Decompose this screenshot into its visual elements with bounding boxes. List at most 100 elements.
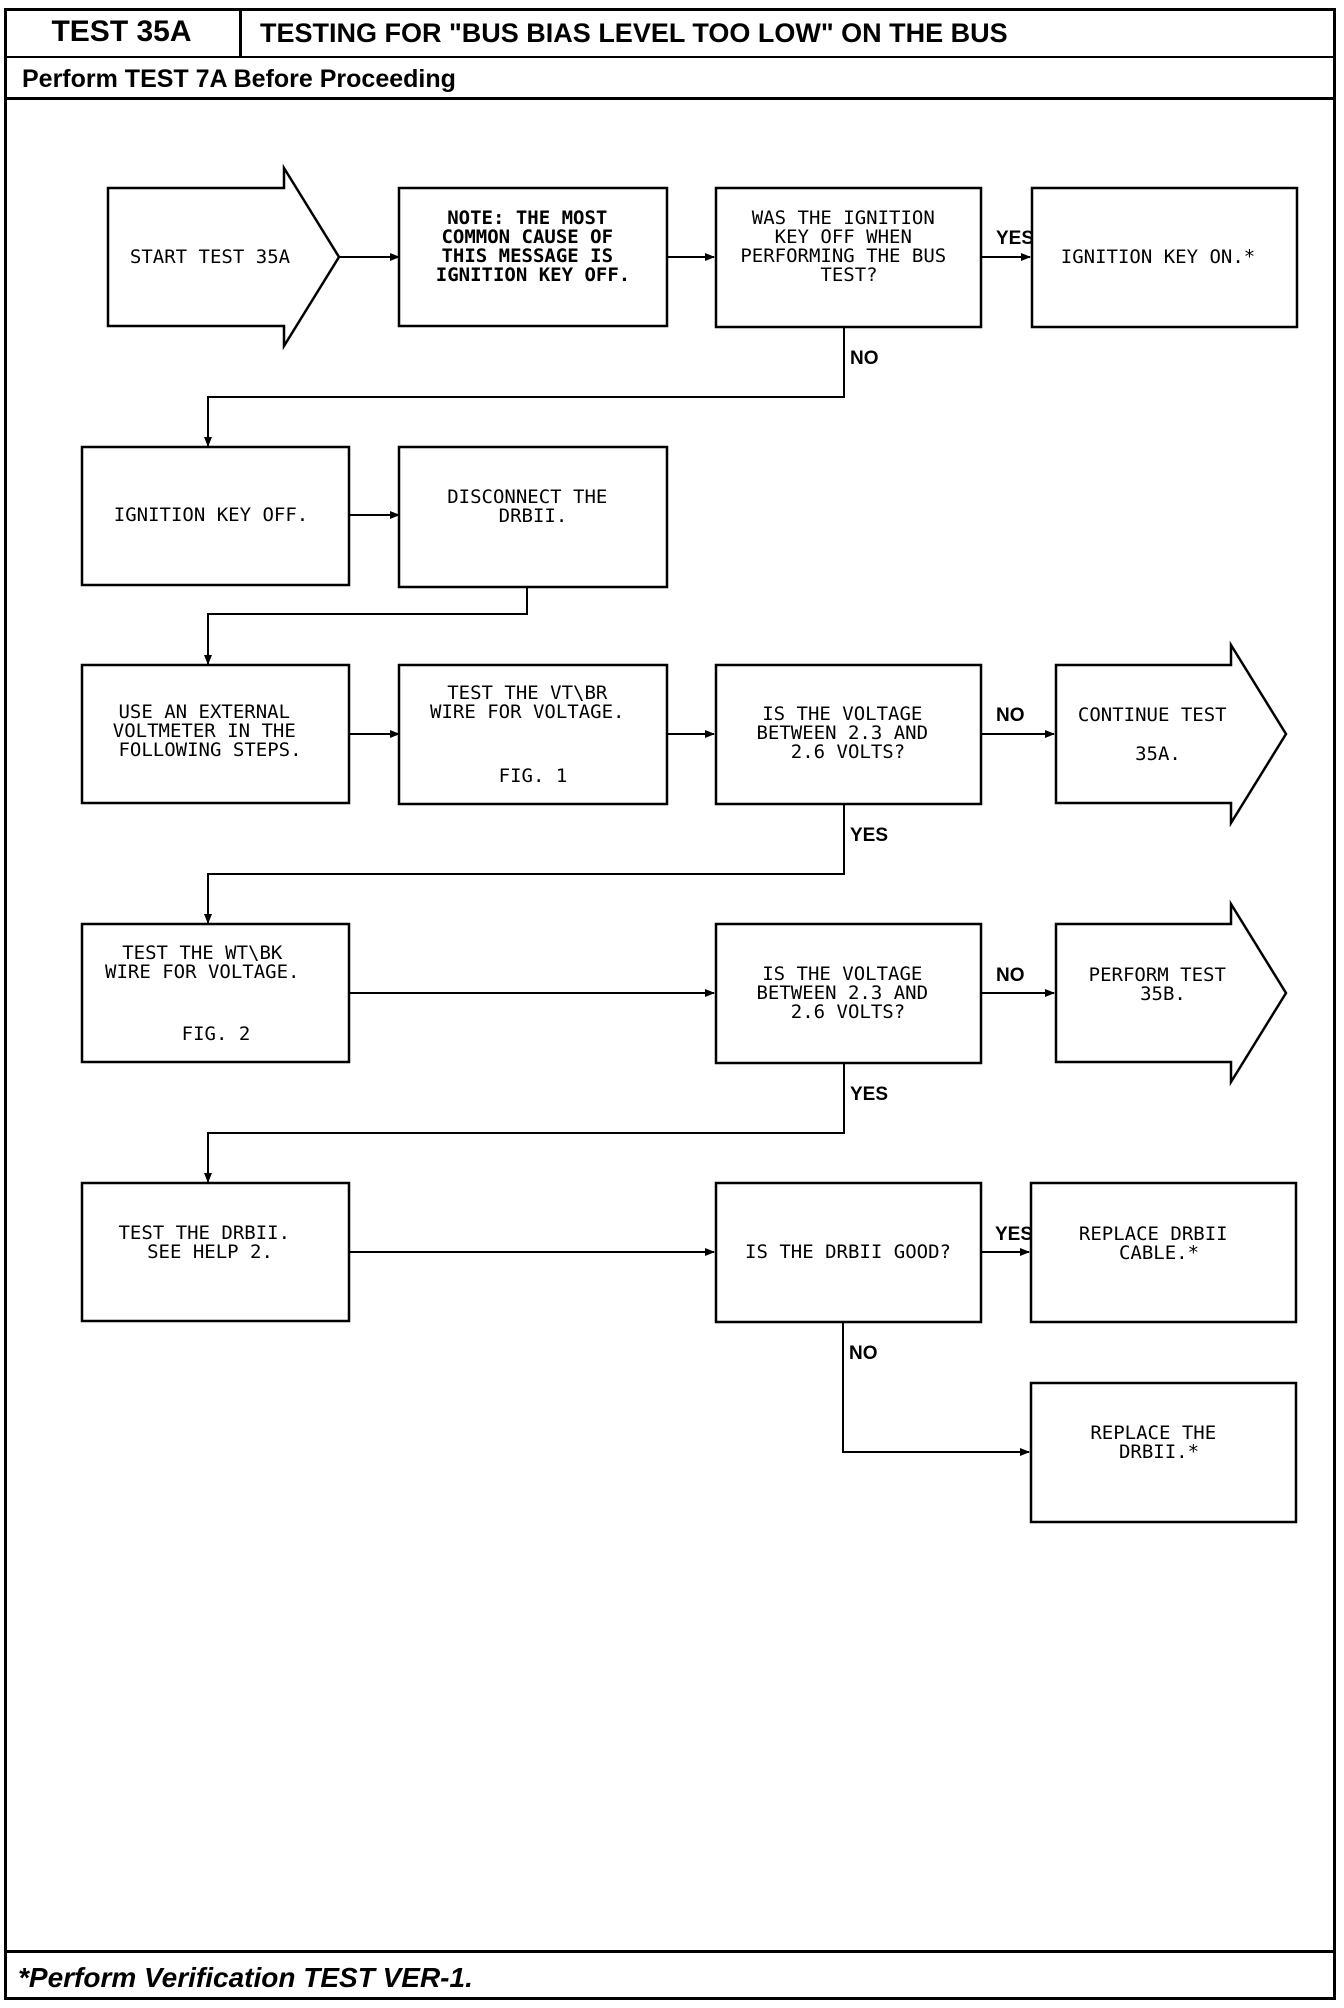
q-volt2-line-3: 2.6 VOLTS?	[791, 1001, 905, 1023]
key-off-box	[80, 445, 351, 587]
replace-drbii-box	[1029, 1381, 1298, 1524]
disconnect-text: DISCONNECT THE DRBII.	[447, 486, 619, 527]
node-replace-drbii: REPLACE THE DRBII.*	[1029, 1381, 1298, 1524]
q-key-off-line-1: WAS THE IGNITION	[752, 207, 935, 229]
q-volt1-box	[714, 663, 983, 806]
start-arrow-shape	[106, 163, 341, 351]
note-line-4: IGNITION KEY OFF.	[436, 264, 630, 286]
node-start: START TEST 35A	[106, 163, 341, 351]
q-key-off-line-4: TEST?	[820, 264, 877, 286]
node-test-vtbr: TEST THE VT\BR WIRE FOR VOLTAGE. FIG. 1	[397, 663, 669, 806]
test-title: TESTING FOR "BUS BIAS LEVEL TOO LOW" ON …	[260, 18, 1008, 48]
test-vtbr-line-2: WIRE FOR VOLTAGE.	[430, 701, 624, 723]
replace-cable-text: REPLACE DRBII CABLE.*	[1079, 1223, 1239, 1264]
edge-volt1-wtbk	[204, 804, 845, 924]
replace-cable-line-2: CABLE.*	[1119, 1242, 1199, 1264]
edge-disconnect-voltmeter	[204, 587, 528, 665]
node-key-on: IGNITION KEY ON.*	[1030, 186, 1299, 329]
node-note: NOTE: THE MOST COMMON CAUSE OF THIS MESS…	[397, 186, 669, 328]
voltmeter-line-1: USE AN EXTERNAL	[118, 701, 290, 723]
test-drbii-box	[80, 1181, 351, 1323]
node-test-drbii: TEST THE DRBII. SEE HELP 2.	[80, 1181, 351, 1323]
test-drbii-line-2: SEE HELP 2.	[147, 1241, 273, 1263]
test-wtbk-box	[80, 922, 351, 1064]
key-off-text: IGNITION KEY OFF.	[114, 504, 308, 526]
replace-drbii-text: REPLACE THE DRBII.*	[1090, 1422, 1227, 1463]
prerequisite-text: Perform TEST 7A Before Proceeding	[22, 65, 456, 93]
node-perform-35b: PERFORM TEST 35B.	[1054, 899, 1288, 1087]
replace-drbii-line-2: DRBII.*	[1119, 1441, 1199, 1463]
voltmeter-line-3: FOLLOWING STEPS.	[118, 739, 301, 761]
label-key-off-no: NO	[850, 348, 879, 369]
perform-35b-arrow-shape	[1054, 899, 1288, 1087]
note-text: NOTE: THE MOST COMMON CAUSE OF THIS MESS…	[436, 207, 630, 286]
key-on-text: IGNITION KEY ON.*	[1061, 246, 1255, 268]
note-line-1: NOTE: THE MOST	[447, 207, 607, 229]
test-drbii-line-1: TEST THE DRBII.	[118, 1222, 290, 1244]
disconnect-line-2: DRBII.	[499, 505, 568, 527]
q-volt1-line-2: BETWEEN 2.3 AND	[756, 722, 928, 744]
test-wtbk-fig: FIG. 2	[182, 1023, 251, 1045]
q-key-off-line-3: PERFORMING THE BUS	[740, 245, 946, 267]
verification-note: *Perform Verification TEST VER-1.	[18, 1962, 473, 1993]
replace-drbii-line-1: REPLACE THE	[1090, 1422, 1216, 1444]
header-bar: TEST 35A TESTING FOR "BUS BIAS LEVEL TOO…	[4, 8, 1336, 58]
node-disconnect: DISCONNECT THE DRBII.	[397, 445, 669, 589]
node-test-wtbk: TEST THE WT\BK WIRE FOR VOLTAGE. FIG. 2	[80, 922, 351, 1064]
q-key-off-line-2: KEY OFF WHEN	[775, 226, 912, 248]
edge-question-keyoff	[204, 327, 845, 447]
page-frame	[4, 8, 1336, 2000]
test-wtbk-text: TEST THE WT\BK WIRE FOR VOLTAGE. FIG. 2	[105, 942, 311, 1045]
node-key-off: IGNITION KEY OFF.	[80, 445, 351, 587]
label-volt1-yes: YES	[850, 825, 888, 846]
footer-bar: *Perform Verification TEST VER-1.	[4, 1950, 1336, 2000]
q-key-off-text: WAS THE IGNITION KEY OFF WHEN PERFORMING…	[740, 207, 957, 286]
voltmeter-text: USE AN EXTERNAL VOLTMETER IN THE FOLLOWI…	[113, 701, 307, 761]
perform-35b-text: PERFORM TEST 35B.	[1089, 964, 1238, 1005]
label-volt2-yes: YES	[850, 1084, 888, 1105]
connectors	[204, 253, 1055, 1456]
q-key-off-box	[714, 186, 983, 329]
test-wtbk-line-2: WIRE FOR VOLTAGE.	[105, 961, 299, 983]
start-text: START TEST 35A	[130, 246, 291, 268]
continue-line-2: 35A.	[1135, 743, 1181, 765]
edge-qdrbii-replace	[842, 1322, 1030, 1456]
node-q-volt2: IS THE VOLTAGE BETWEEN 2.3 AND 2.6 VOLTS…	[714, 922, 983, 1065]
continue-line-1: CONTINUE TEST	[1078, 704, 1227, 726]
replace-cable-box	[1029, 1181, 1298, 1324]
q-volt2-line-2: BETWEEN 2.3 AND	[756, 982, 928, 1004]
node-replace-cable: REPLACE DRBII CABLE.*	[1029, 1181, 1298, 1324]
node-voltmeter: USE AN EXTERNAL VOLTMETER IN THE FOLLOWI…	[80, 663, 351, 805]
q-volt2-line-1: IS THE VOLTAGE	[762, 963, 922, 985]
q-volt2-text: IS THE VOLTAGE BETWEEN 2.3 AND 2.6 VOLTS…	[756, 963, 939, 1023]
node-q-drbii: IS THE DRBII GOOD?	[714, 1181, 983, 1324]
label-volt1-no: NO	[996, 705, 1025, 726]
q-drbii-text: IS THE DRBII GOOD?	[745, 1241, 951, 1263]
note-box	[397, 186, 669, 328]
q-volt1-line-1: IS THE VOLTAGE	[762, 703, 922, 725]
label-drbii-no: NO	[849, 1343, 878, 1364]
test-drbii-text: TEST THE DRBII. SEE HELP 2.	[118, 1222, 301, 1263]
edge-labels: YES NO NO YES NO YES YES NO	[849, 228, 1034, 1364]
q-drbii-line-1: IS THE DRBII GOOD?	[745, 1241, 951, 1263]
continue-text: CONTINUE TEST 35A.	[1078, 704, 1238, 765]
note-line-3: THIS MESSAGE IS	[441, 245, 613, 267]
test-vtbr-box	[397, 663, 669, 806]
disconnect-line-1: DISCONNECT THE	[447, 486, 607, 508]
q-volt1-line-3: 2.6 VOLTS?	[791, 741, 905, 763]
q-volt1-text: IS THE VOLTAGE BETWEEN 2.3 AND 2.6 VOLTS…	[756, 703, 939, 763]
voltmeter-line-2: VOLTMETER IN THE	[113, 720, 296, 742]
prerequisite-bar: Perform TEST 7A Before Proceeding	[4, 58, 1336, 100]
edge-volt2-testdrbii	[204, 1063, 845, 1183]
perform-35b-line-1: PERFORM TEST	[1089, 964, 1226, 986]
test-vtbr-text: TEST THE VT\BR WIRE FOR VOLTAGE. FIG. 1	[430, 682, 636, 787]
note-line-2: COMMON CAUSE OF	[441, 226, 613, 248]
label-volt2-no: NO	[996, 965, 1025, 986]
q-drbii-box	[714, 1181, 983, 1324]
replace-cable-line-1: REPLACE DRBII	[1079, 1223, 1228, 1245]
perform-35b-line-2: 35B.	[1140, 983, 1186, 1005]
key-on-line-1: IGNITION KEY ON.*	[1061, 246, 1255, 268]
test-wtbk-line-1: TEST THE WT\BK	[122, 942, 283, 964]
